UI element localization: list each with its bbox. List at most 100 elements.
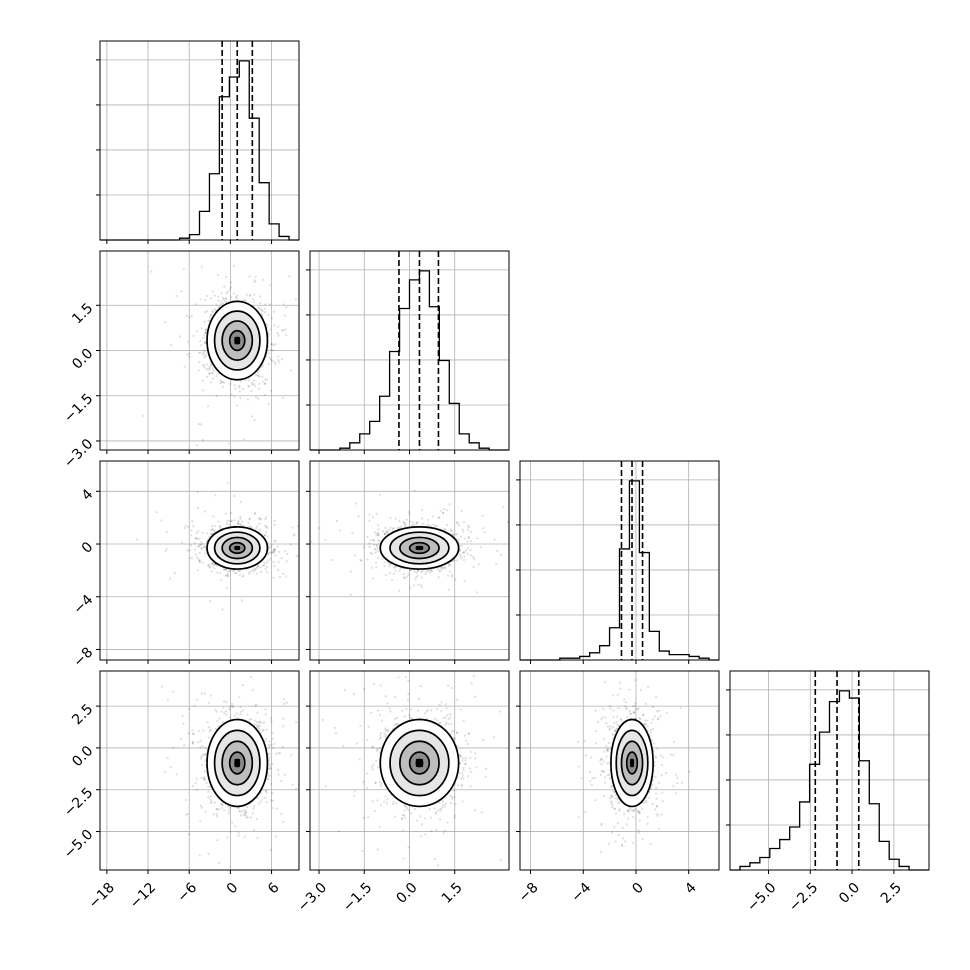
scatter-point — [277, 355, 280, 358]
scatter-point — [445, 509, 448, 512]
scatter-point — [212, 515, 215, 518]
axes-frame — [309, 250, 510, 451]
contour-line-2 — [213, 531, 261, 565]
scatter-point — [220, 578, 223, 581]
scatter-point — [253, 293, 256, 296]
scatter-point — [206, 721, 209, 724]
scatter-point — [384, 526, 387, 529]
scatter-point — [218, 717, 221, 720]
scatter-point — [273, 564, 276, 568]
scatter-point — [223, 711, 226, 715]
scatter-point — [204, 355, 207, 358]
scatter-point — [353, 554, 357, 557]
scatter-point — [413, 489, 416, 492]
scatter-point — [273, 540, 276, 543]
scatter-point — [389, 526, 392, 529]
scatter-point — [202, 349, 205, 352]
scatter-point — [205, 781, 208, 785]
scatter-point — [266, 323, 269, 326]
scatter-point — [420, 570, 423, 574]
scatter-point — [253, 567, 256, 571]
scatter-point — [160, 519, 163, 522]
scatter-point — [207, 736, 211, 739]
scatter-point — [247, 384, 250, 387]
scatter-point — [255, 723, 259, 726]
scatter-point — [407, 510, 410, 513]
scatter-point — [265, 789, 268, 793]
scatter-point — [477, 563, 480, 566]
scatter-point — [264, 531, 267, 534]
scatter-point — [239, 713, 242, 716]
scatter-point — [259, 295, 262, 298]
scatter-point — [238, 386, 241, 389]
scatter-point — [462, 530, 465, 533]
scatter-point — [281, 358, 284, 361]
scatter-point — [370, 566, 373, 569]
scatter-point — [200, 755, 203, 759]
scatter-point — [261, 364, 264, 367]
scatter-point — [282, 396, 285, 399]
scatter-point — [226, 575, 230, 578]
scatter-point — [362, 546, 365, 549]
scatter-point — [466, 546, 470, 549]
scatter-point — [213, 563, 216, 566]
scatter-point — [241, 575, 244, 578]
scatter-point — [199, 540, 203, 544]
scatter-point — [201, 438, 204, 442]
scatter-point — [270, 316, 273, 320]
scatter-point — [237, 519, 240, 522]
scatter-point — [475, 591, 479, 594]
scatter-point — [199, 757, 203, 760]
scatter-point — [451, 532, 454, 536]
scatter-point — [466, 540, 469, 543]
scatter-point — [253, 419, 256, 422]
scatter-point — [205, 328, 208, 331]
scatter-point — [368, 545, 371, 548]
scatter-point — [370, 552, 373, 555]
scatter-point — [271, 762, 274, 766]
scatter-point — [265, 728, 268, 731]
scatter-point — [212, 565, 215, 568]
scatter-point — [383, 561, 386, 564]
scatter-point — [197, 544, 200, 548]
scatter-point — [257, 306, 260, 309]
scatter-point — [198, 559, 202, 562]
scatter-point — [215, 564, 218, 567]
scatter-point — [421, 522, 424, 525]
scatter-point — [248, 525, 252, 528]
scatter-point — [265, 570, 269, 574]
scatter-point — [372, 577, 375, 580]
scatter-point — [369, 538, 372, 542]
scatter-point — [270, 782, 273, 785]
scatter-point — [266, 378, 269, 381]
scatter-point — [201, 389, 205, 392]
contour-line-3 — [206, 300, 269, 381]
scatter-point — [448, 503, 451, 506]
scatter-point — [272, 310, 275, 313]
scatter-point — [447, 574, 450, 577]
scatter-point — [456, 521, 459, 524]
scatter-point — [199, 739, 202, 742]
scatter-point — [339, 529, 342, 532]
scatter-point — [349, 593, 352, 596]
scatter-point — [438, 570, 441, 573]
scatter-point — [226, 574, 229, 577]
scatter-point — [229, 288, 232, 291]
scatter-point — [203, 753, 206, 756]
scatter-point — [454, 533, 457, 536]
scatter-point — [251, 689, 254, 692]
scatter-point — [203, 366, 206, 369]
scatter-point — [224, 296, 227, 300]
scatter-point — [182, 267, 186, 270]
scatter-point — [216, 273, 220, 277]
scatter-point — [233, 264, 236, 268]
scatter-point — [212, 528, 215, 531]
scatter-point — [247, 379, 250, 382]
scatter-point — [198, 560, 202, 564]
scatter-point — [186, 353, 189, 356]
scatter-point — [227, 812, 230, 815]
scatter-point — [354, 502, 357, 505]
scatter-point — [259, 528, 262, 531]
scatter-point — [376, 533, 380, 537]
scatter-point — [202, 364, 205, 367]
